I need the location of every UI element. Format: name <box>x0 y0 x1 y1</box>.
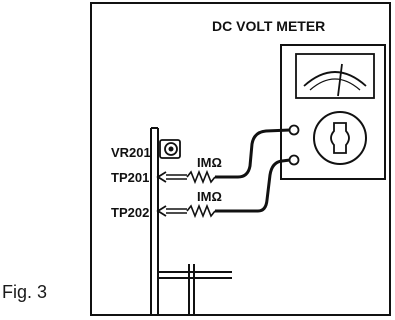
meter-body <box>280 44 386 180</box>
meter-title: DC VOLT METER <box>212 18 325 34</box>
meter-terminal-negative <box>288 154 300 166</box>
probe-tp202 <box>156 158 291 219</box>
figure-label: Fig. 3 <box>2 282 48 302</box>
meter-selector-knob[interactable] <box>313 111 367 165</box>
meter-knob-grip <box>330 122 350 154</box>
pcb-board <box>150 127 159 315</box>
test-lead-tp202 <box>215 158 291 213</box>
resistor-1-label: IMΩ <box>197 155 222 170</box>
resistor-2-label: IMΩ <box>197 189 222 204</box>
mounting-bracket <box>158 264 232 315</box>
diagram-frame <box>90 2 391 316</box>
vr201-component <box>159 139 181 159</box>
meter-needle <box>337 63 343 97</box>
resistor-1m-1 <box>186 169 216 185</box>
meter-scale-window <box>295 53 375 99</box>
dc-volt-meter <box>280 44 386 180</box>
probe-tp201 <box>156 128 291 185</box>
meter-terminal-positive <box>288 124 300 136</box>
tp202-label: TP202 <box>111 205 149 220</box>
resistor-1m-2 <box>186 203 216 219</box>
tp201-label: TP201 <box>111 170 149 185</box>
vr201-label: VR201 <box>111 145 151 160</box>
meter-scale-arc-inner <box>309 78 361 91</box>
test-lead-tp201 <box>215 128 291 179</box>
meter-scale-arc <box>303 71 367 87</box>
